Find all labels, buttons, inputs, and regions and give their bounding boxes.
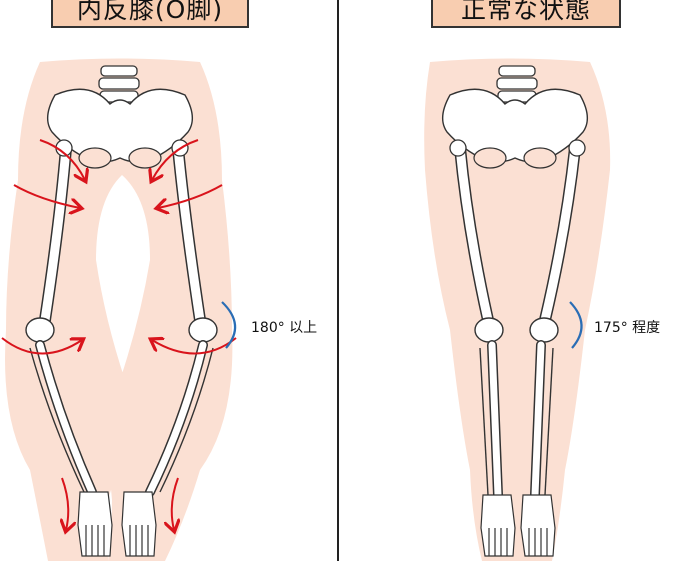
left-knee-right-leg	[25, 317, 55, 343]
red-curved-arrow-icon	[158, 184, 223, 208]
left-angle-label: 180° 以上	[251, 320, 318, 336]
red-curved-arrow-icon	[39, 139, 85, 180]
red-curved-arrow-icon	[1, 337, 82, 355]
left-panel-title: 内反膝(O脚)	[51, 0, 249, 28]
blue-angle-arc-icon	[221, 301, 237, 349]
blue-angle-arc-icon	[569, 301, 583, 349]
right-knee-left-leg	[529, 317, 559, 343]
red-curved-arrow-icon	[152, 139, 199, 180]
right-spine	[496, 65, 538, 103]
left-figure	[1, 58, 237, 561]
left-spine	[98, 65, 140, 103]
left-red-arrows	[1, 139, 237, 530]
right-panel-title: 正常な状態	[431, 0, 621, 28]
right-knee-right-leg	[474, 317, 504, 343]
right-angle-label: 175° 程度	[594, 320, 661, 336]
left-feet	[77, 491, 157, 557]
panel-divider	[337, 0, 339, 561]
red-curved-arrow-icon	[13, 184, 80, 208]
left-knee-left-leg	[188, 317, 218, 343]
red-curved-arrow-icon	[172, 477, 178, 530]
right-figure	[424, 58, 611, 561]
red-curved-arrow-icon	[62, 477, 68, 530]
right-feet	[480, 494, 556, 557]
right-body-silhouette	[424, 58, 611, 561]
